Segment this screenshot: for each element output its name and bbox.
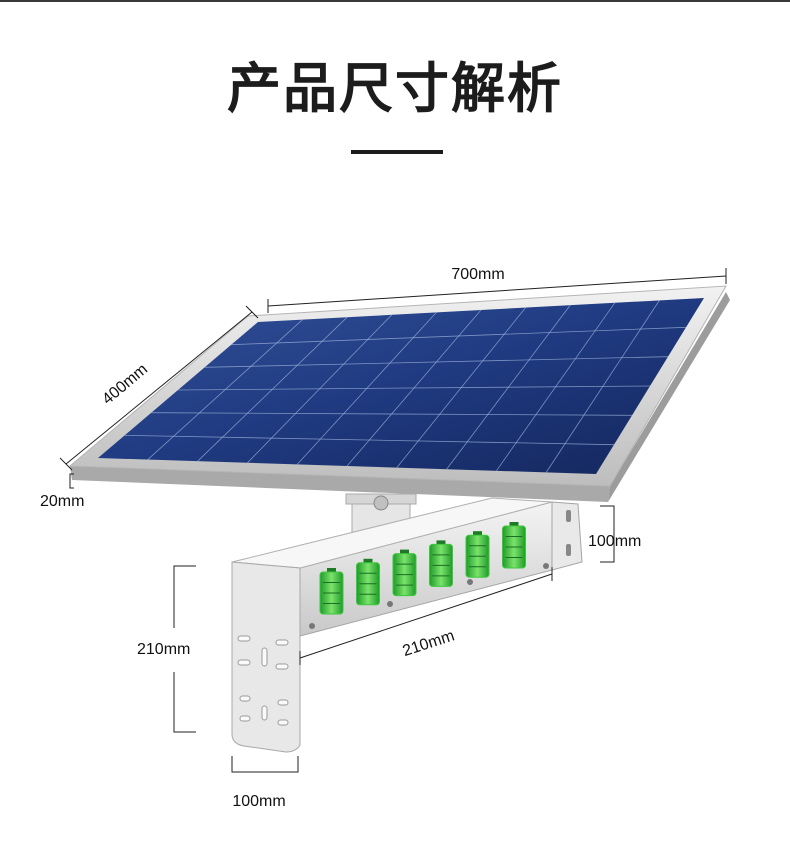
cell-grid-row bbox=[151, 412, 633, 416]
label-bracket-height: 210mm bbox=[137, 641, 190, 658]
battery-icon bbox=[465, 531, 490, 578]
page-title: 产品尺寸解析 bbox=[227, 57, 563, 120]
cell-grid-row bbox=[124, 434, 615, 446]
cell-grid-lines bbox=[124, 300, 687, 473]
dim-line-100-bottom bbox=[231, 756, 299, 773]
screw-2 bbox=[387, 601, 393, 607]
dim-line-20 bbox=[69, 473, 74, 489]
label-bracket-length: 210mm bbox=[401, 627, 457, 660]
wall-plate-slot-1 bbox=[566, 510, 571, 522]
label-panel-thickness: 20mm bbox=[40, 493, 84, 510]
dim-line-210-diagonal bbox=[299, 573, 553, 659]
dim-line-100-right bbox=[600, 505, 615, 563]
wall-plate bbox=[551, 501, 583, 571]
dimension-lines bbox=[59, 268, 727, 773]
title-underline bbox=[351, 150, 443, 154]
dim-line-700 bbox=[267, 275, 727, 307]
label-mount-height: 100mm bbox=[588, 533, 641, 550]
solar-cells bbox=[98, 298, 704, 474]
cell-grid-row bbox=[177, 385, 651, 391]
battery-icon bbox=[392, 549, 417, 597]
battery-icon bbox=[502, 522, 526, 569]
dim-line-210-vertical-bottom bbox=[173, 672, 196, 733]
battery-icon bbox=[319, 568, 344, 615]
cell-grid-row bbox=[204, 356, 669, 368]
wall-plate-slot-2 bbox=[566, 544, 571, 556]
mount-bolt bbox=[373, 495, 389, 511]
panel-frame-right-side bbox=[608, 292, 730, 502]
panel-frame-side bbox=[70, 466, 610, 502]
bracket-slots bbox=[237, 635, 289, 726]
label-bracket-width: 100mm bbox=[232, 793, 285, 810]
vertical-bracket bbox=[231, 561, 301, 753]
label-panel-width: 700mm bbox=[451, 266, 504, 283]
dim-line-210-vertical-top bbox=[173, 565, 196, 628]
top-divider bbox=[0, 0, 790, 2]
screw-3 bbox=[467, 579, 473, 585]
battery-cells bbox=[319, 522, 526, 615]
solar-panel bbox=[68, 285, 730, 502]
dim-line-400 bbox=[65, 311, 253, 465]
battery-icon bbox=[429, 540, 453, 587]
screw-4 bbox=[543, 563, 549, 569]
cell-grid-row bbox=[231, 326, 687, 346]
screw-1 bbox=[309, 623, 315, 629]
battery-icon bbox=[356, 558, 380, 606]
